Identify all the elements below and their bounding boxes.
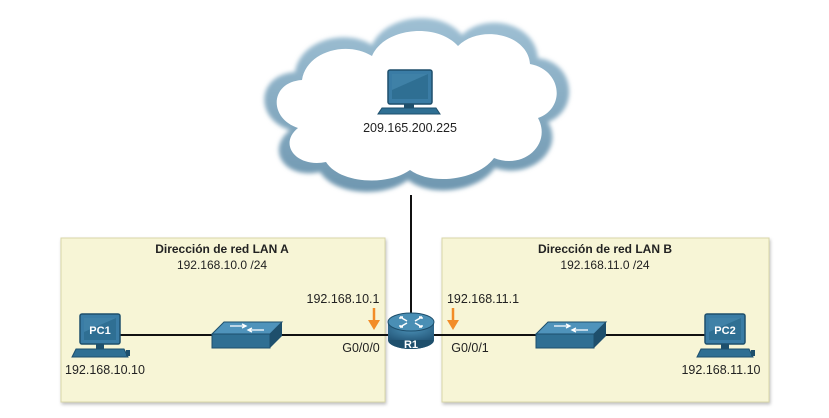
lan-b-title: Dirección de red LAN B [538, 242, 672, 256]
pc1-ip: 192.168.10.10 [65, 363, 145, 377]
switch-b-icon [535, 321, 607, 349]
lan-a-title: Dirección de red LAN A [155, 242, 289, 256]
lan-a-network: 192.168.10.0 /24 [177, 258, 267, 272]
lan-a-gateway-arrow [368, 308, 380, 330]
router-label: R1 [404, 339, 418, 351]
lan-a-router-interface: G0/0/0 [342, 341, 380, 355]
internet-host-ip: 209.165.200.225 [363, 121, 457, 135]
pc2-label: PC2 [714, 325, 735, 337]
lan-b-router-interface: G0/0/1 [451, 341, 489, 355]
lan-b-gateway-arrow [447, 308, 459, 330]
router-r1-icon [387, 312, 435, 349]
lan-a-gateway-ip: 192.168.10.1 [307, 292, 380, 306]
internet-host-icon [377, 69, 441, 115]
pc2-ip: 192.168.11.10 [681, 363, 760, 377]
pc1-label: PC1 [89, 325, 110, 337]
lan-b-network: 192.168.11.0 /24 [560, 258, 650, 272]
internet-cloud [264, 18, 570, 192]
switch-a-icon [211, 321, 283, 349]
lan-b-gateway-ip: 192.168.11.1 [447, 292, 519, 306]
